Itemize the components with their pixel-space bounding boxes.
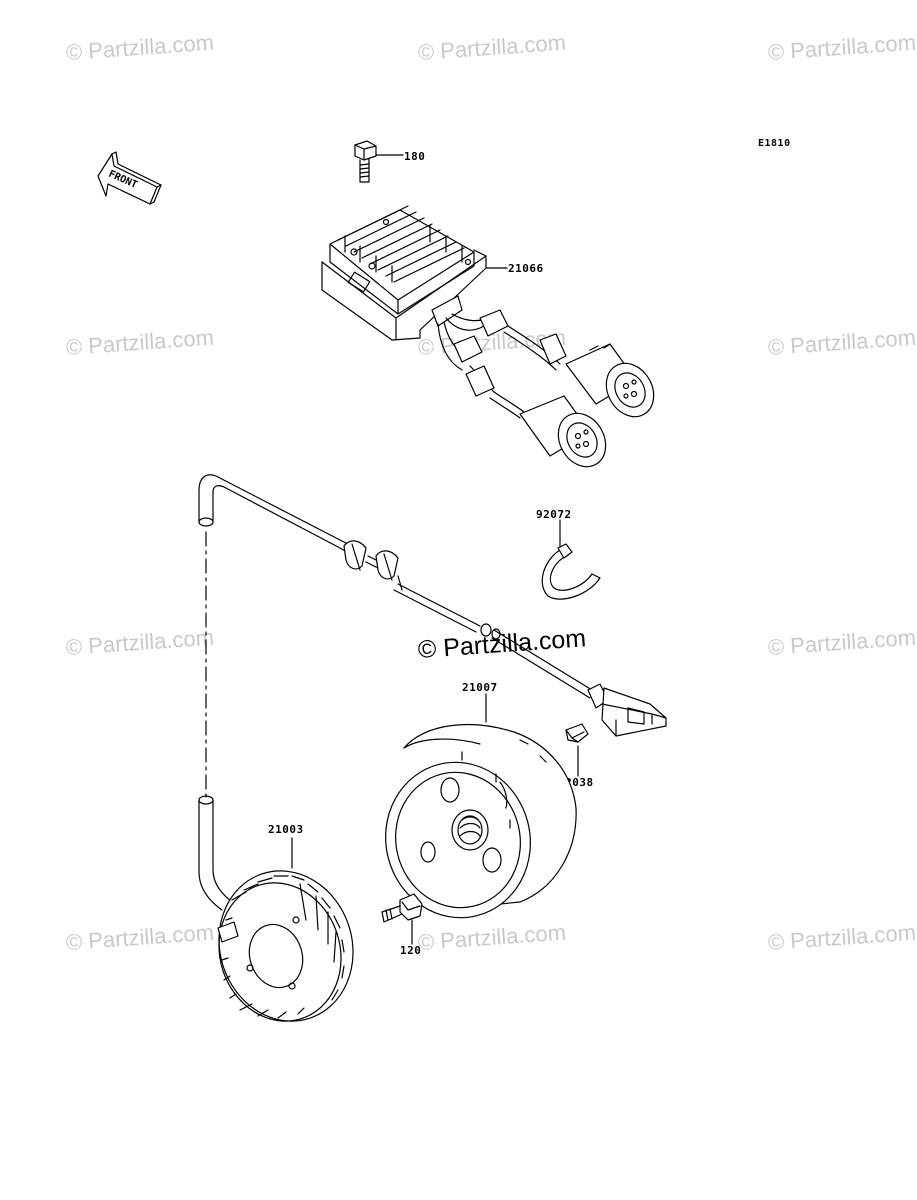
callout-92072[interactable]: 92072	[536, 508, 572, 521]
key-92038	[565, 723, 589, 777]
stator-21003	[217, 837, 354, 1022]
callout-21066[interactable]: 21066	[508, 262, 544, 275]
front-arrow-icon: FRONT	[97, 151, 162, 205]
callout-21003[interactable]: 21003	[268, 823, 304, 836]
callout-21007[interactable]: 21007	[462, 681, 498, 694]
callout-180[interactable]: 180	[404, 150, 426, 163]
bolt-120	[381, 893, 423, 945]
regulator-rectifier-21066	[321, 205, 655, 468]
stator-lead-harness	[198, 474, 667, 911]
clamp-92072	[541, 519, 601, 600]
callout-120[interactable]: 120	[400, 944, 422, 957]
bolt-180	[354, 140, 404, 183]
diagram-code: E1810	[758, 138, 791, 149]
rotor-21007	[385, 693, 577, 919]
